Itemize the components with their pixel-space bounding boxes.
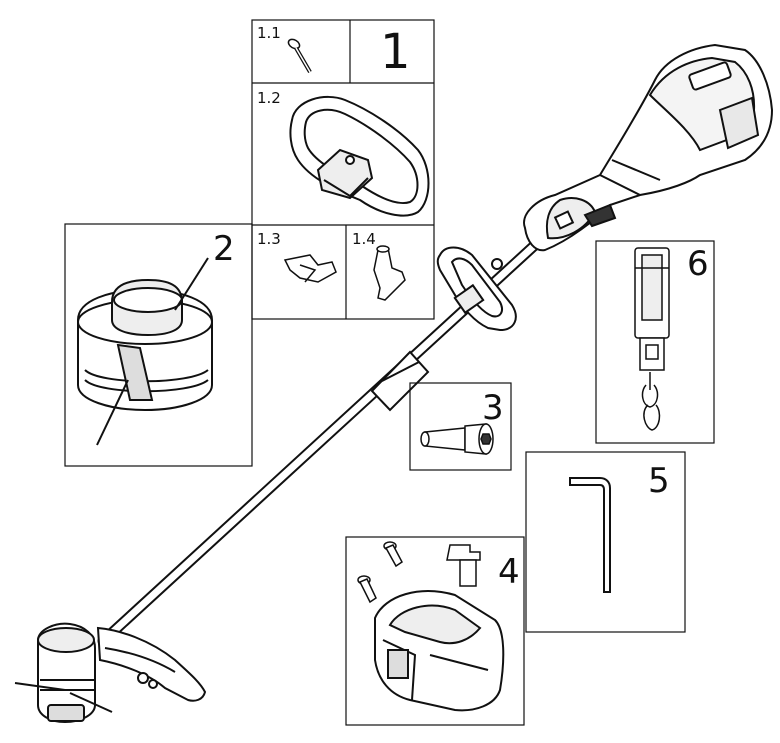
box-part-6 [595,240,715,444]
socket-bolt-illustration [420,423,494,455]
box-part-4 [345,536,525,726]
auxiliary-handle-assembled [436,246,517,332]
label-part-3: 3 [482,388,504,428]
mounting-clip-illustration [446,544,481,587]
label-part-1-4: 1.4 [352,230,376,248]
label-part-5: 5 [648,461,670,501]
label-part-1-1: 1.1 [257,24,281,42]
label-part-4: 4 [498,552,520,592]
label-part-1-3: 1.3 [257,230,281,248]
screw-illustration-left [357,575,377,604]
trimmer-head-assembled [14,622,207,724]
d-handle-illustration [289,95,430,217]
hex-key-illustration [569,477,611,593]
motor-housing [523,43,774,252]
shoulder-strap-illustration [634,247,670,431]
box-part-2 [64,223,253,467]
box-part-5 [525,451,686,633]
label-part-1: 1 [380,24,411,80]
bolt-illustration [287,38,312,74]
battery-charger-illustration [374,590,505,712]
label-part-2: 2 [213,229,235,269]
label-part-1-2: 1.2 [257,89,281,107]
box-part-3 [409,382,512,471]
label-part-6: 6 [687,244,709,284]
screw-illustration-top [383,541,403,568]
knob-illustration [373,245,406,301]
box-part-1-group [251,19,435,320]
spool-illustration [77,257,213,446]
clip-illustration [283,254,337,283]
